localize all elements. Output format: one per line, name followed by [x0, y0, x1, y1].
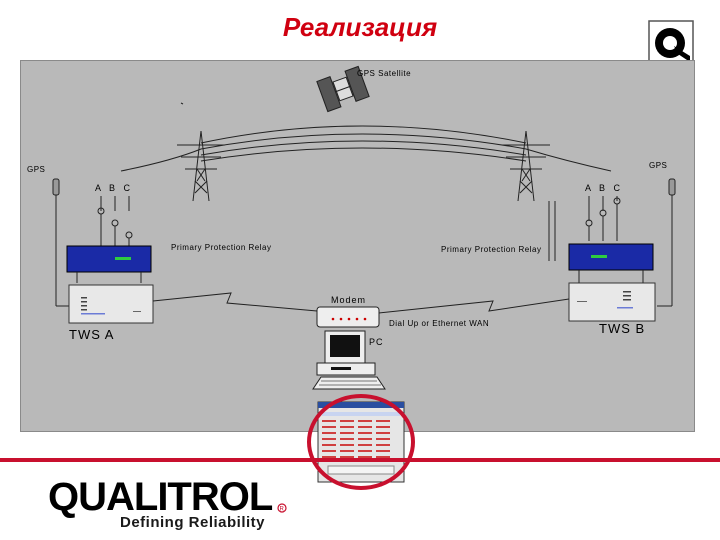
tws-b-label: TWS B — [599, 321, 646, 336]
modem-icon — [316, 306, 380, 328]
wan-links — [152, 292, 570, 314]
accent-divider — [0, 458, 720, 462]
gps-right-label: GPS — [649, 161, 668, 170]
tws-a-unit-icon — [68, 284, 154, 324]
power-lines — [120, 125, 612, 172]
relay-right-label: Primary Protection Relay — [441, 245, 542, 254]
gps-satellite-icon — [180, 65, 370, 113]
phase-conductors-right — [548, 196, 621, 261]
gps-antenna-right-icon — [657, 178, 676, 307]
relay-left-label: Primary Protection Relay — [171, 243, 272, 252]
qualitrol-logo: QUALITROL R — [48, 475, 287, 519]
gps-antenna-left-icon — [52, 178, 69, 307]
protection-relay-left-icon — [66, 245, 152, 283]
gps-satellite-label: GPS Satellite — [357, 69, 412, 78]
phases-right-label: A B C — [585, 183, 622, 193]
gps-left-label: GPS — [27, 165, 46, 174]
modem-label: Modem — [331, 295, 367, 305]
tws-b-unit-icon — [568, 282, 656, 322]
protection-relay-right-icon — [568, 243, 654, 283]
transmission-tower-right-icon — [502, 130, 550, 202]
pc-label: PC — [369, 337, 384, 347]
software-screenshot-callout — [307, 394, 415, 490]
tws-a-label: TWS A — [69, 327, 115, 342]
network-diagram: GPS Satellite GPS GPS A B C A B C Primar… — [20, 60, 695, 432]
transmission-tower-left-icon — [177, 130, 225, 202]
qualitrol-corner-logo — [648, 20, 694, 66]
phases-left-label: A B C — [95, 183, 132, 193]
wan-label: Dial Up or Ethernet WAN — [389, 319, 490, 328]
qualitrol-logo-text: QUALITROL — [48, 475, 273, 519]
pc-icon — [312, 330, 386, 390]
slide-title: Реализация — [282, 12, 438, 42]
svg-text:R: R — [280, 507, 285, 513]
tagline: Defining Reliability — [120, 514, 266, 531]
